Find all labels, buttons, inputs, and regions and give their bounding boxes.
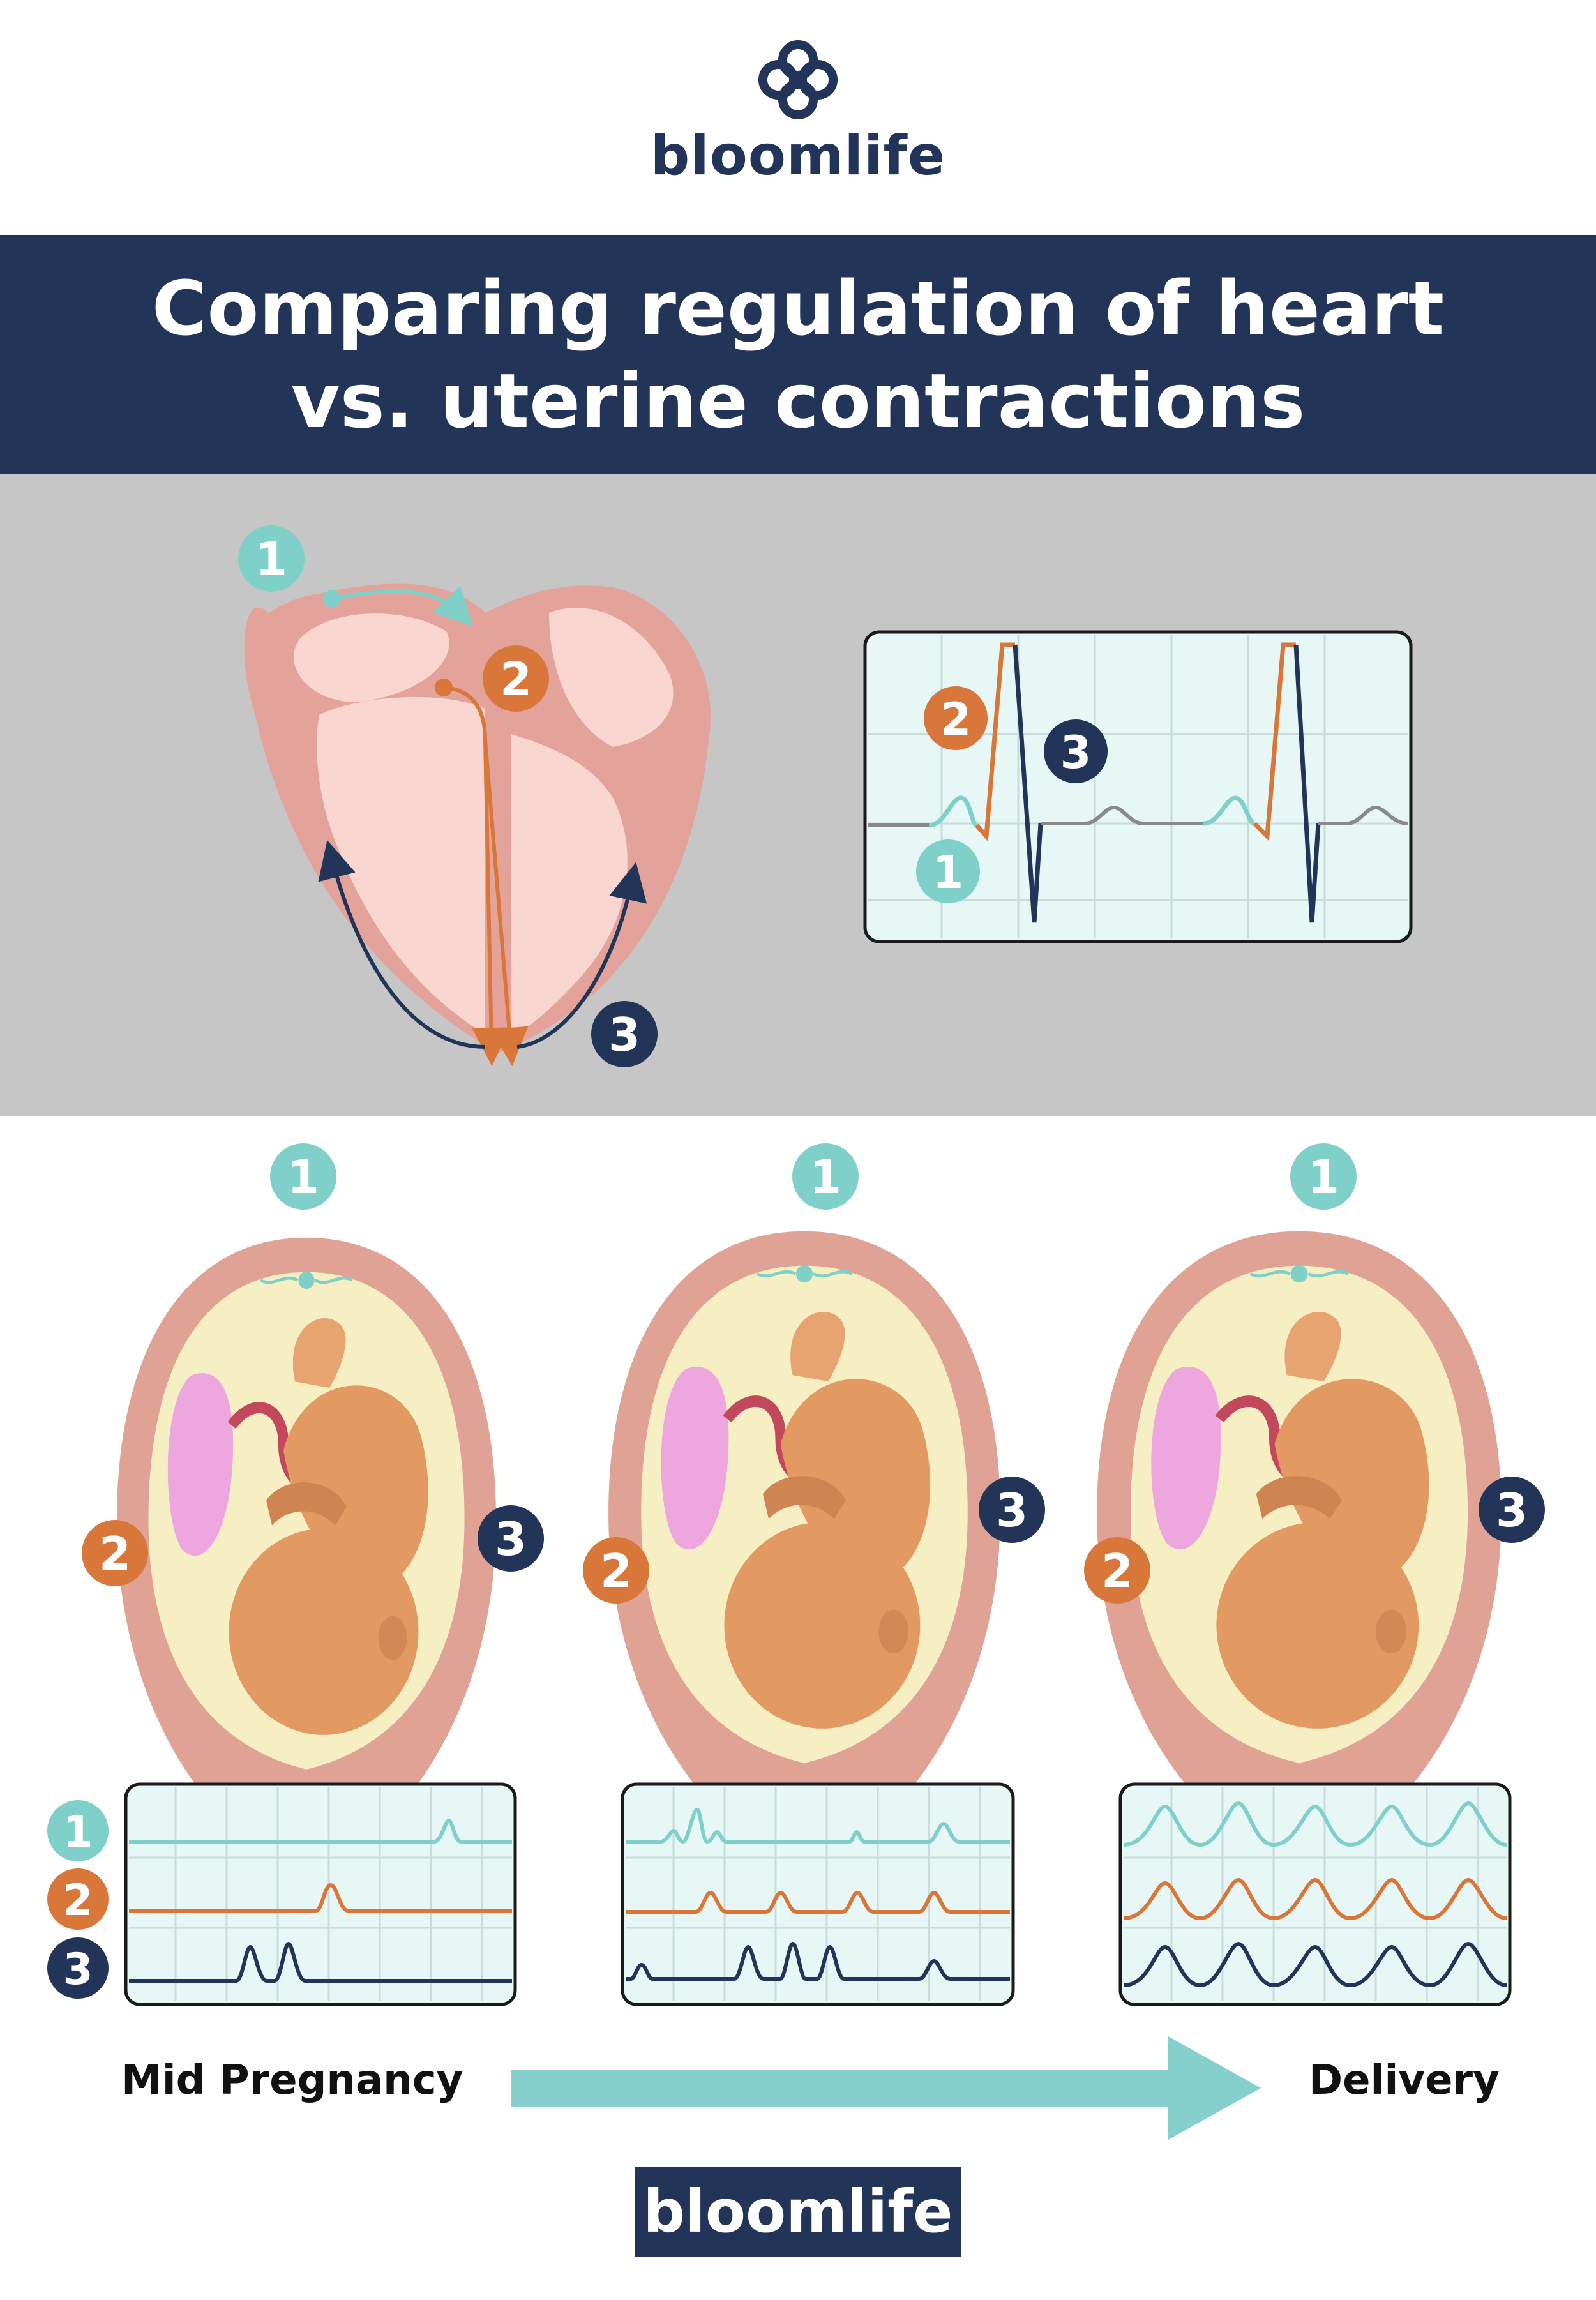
stage1-badge-3: 3 xyxy=(478,1505,544,1572)
title-banner: Comparing regulation of heart vs. uterin… xyxy=(0,235,1596,474)
header-logo: bloomlife xyxy=(0,38,1596,188)
svg-text:1: 1 xyxy=(255,532,287,586)
svg-text:1: 1 xyxy=(287,1150,319,1204)
stage1-badge-1: 1 xyxy=(270,1143,336,1210)
stage3-badge-1: 1 xyxy=(1290,1143,1357,1210)
arrow-right-icon xyxy=(511,2036,1261,2140)
heart-badge-1: 1 xyxy=(238,525,305,592)
ekg-badge-3: 3 xyxy=(1044,719,1108,783)
trace-box-delivery xyxy=(1118,1782,1512,2006)
svg-text:1: 1 xyxy=(1307,1150,1339,1204)
title-line-1: Comparing regulation of heart xyxy=(151,264,1445,352)
svg-text:2: 2 xyxy=(63,1875,93,1926)
svg-text:3: 3 xyxy=(63,1944,93,1995)
trace-box-intermediate xyxy=(621,1782,1015,2006)
trace-legend-1: 1 xyxy=(47,1800,109,1861)
svg-text:2: 2 xyxy=(940,693,972,746)
svg-text:3: 3 xyxy=(996,1484,1028,1537)
stage2-badge-2: 2 xyxy=(583,1537,649,1604)
stage3-badge-3: 3 xyxy=(1479,1477,1545,1543)
svg-text:3: 3 xyxy=(608,1008,640,1062)
svg-text:1: 1 xyxy=(933,846,964,899)
svg-text:2: 2 xyxy=(1101,1544,1133,1598)
timeline-end-label: Delivery xyxy=(1309,2057,1500,2104)
ekg-badge-2: 2 xyxy=(924,686,988,750)
bloomlife-logo-icon xyxy=(758,40,838,119)
svg-text:1: 1 xyxy=(809,1150,841,1204)
brand-name: bloomlife xyxy=(650,124,946,188)
stage1-badge-2: 2 xyxy=(82,1520,148,1586)
heart-badge-2: 2 xyxy=(483,645,549,712)
ekg-badge-1: 1 xyxy=(916,839,980,903)
svg-text:1: 1 xyxy=(63,1807,93,1858)
trace-legend-3: 3 xyxy=(47,1937,109,1999)
svg-text:2: 2 xyxy=(600,1544,632,1598)
svg-text:3: 3 xyxy=(1496,1484,1528,1537)
stage2-badge-3: 3 xyxy=(979,1477,1045,1543)
heart-diagram-icon xyxy=(244,583,711,1066)
footer-logo: bloomlife xyxy=(635,2167,961,2257)
trace-legend-2: 2 xyxy=(47,1868,109,1930)
stage2-badge-1: 1 xyxy=(792,1143,859,1210)
ekg-trace-icon xyxy=(863,630,1413,943)
svg-text:2: 2 xyxy=(99,1527,131,1581)
heart-badge-3: 3 xyxy=(591,1001,658,1067)
title-line-2: vs. uterine contractions xyxy=(290,356,1306,445)
svg-text:3: 3 xyxy=(495,1512,527,1566)
trace-box-mid-pregnancy xyxy=(124,1782,517,2006)
stage3-badge-2: 2 xyxy=(1084,1537,1150,1604)
svg-text:2: 2 xyxy=(500,652,532,706)
timeline-start-label: Mid Pregnancy xyxy=(121,2057,463,2104)
svg-text:3: 3 xyxy=(1060,726,1092,779)
